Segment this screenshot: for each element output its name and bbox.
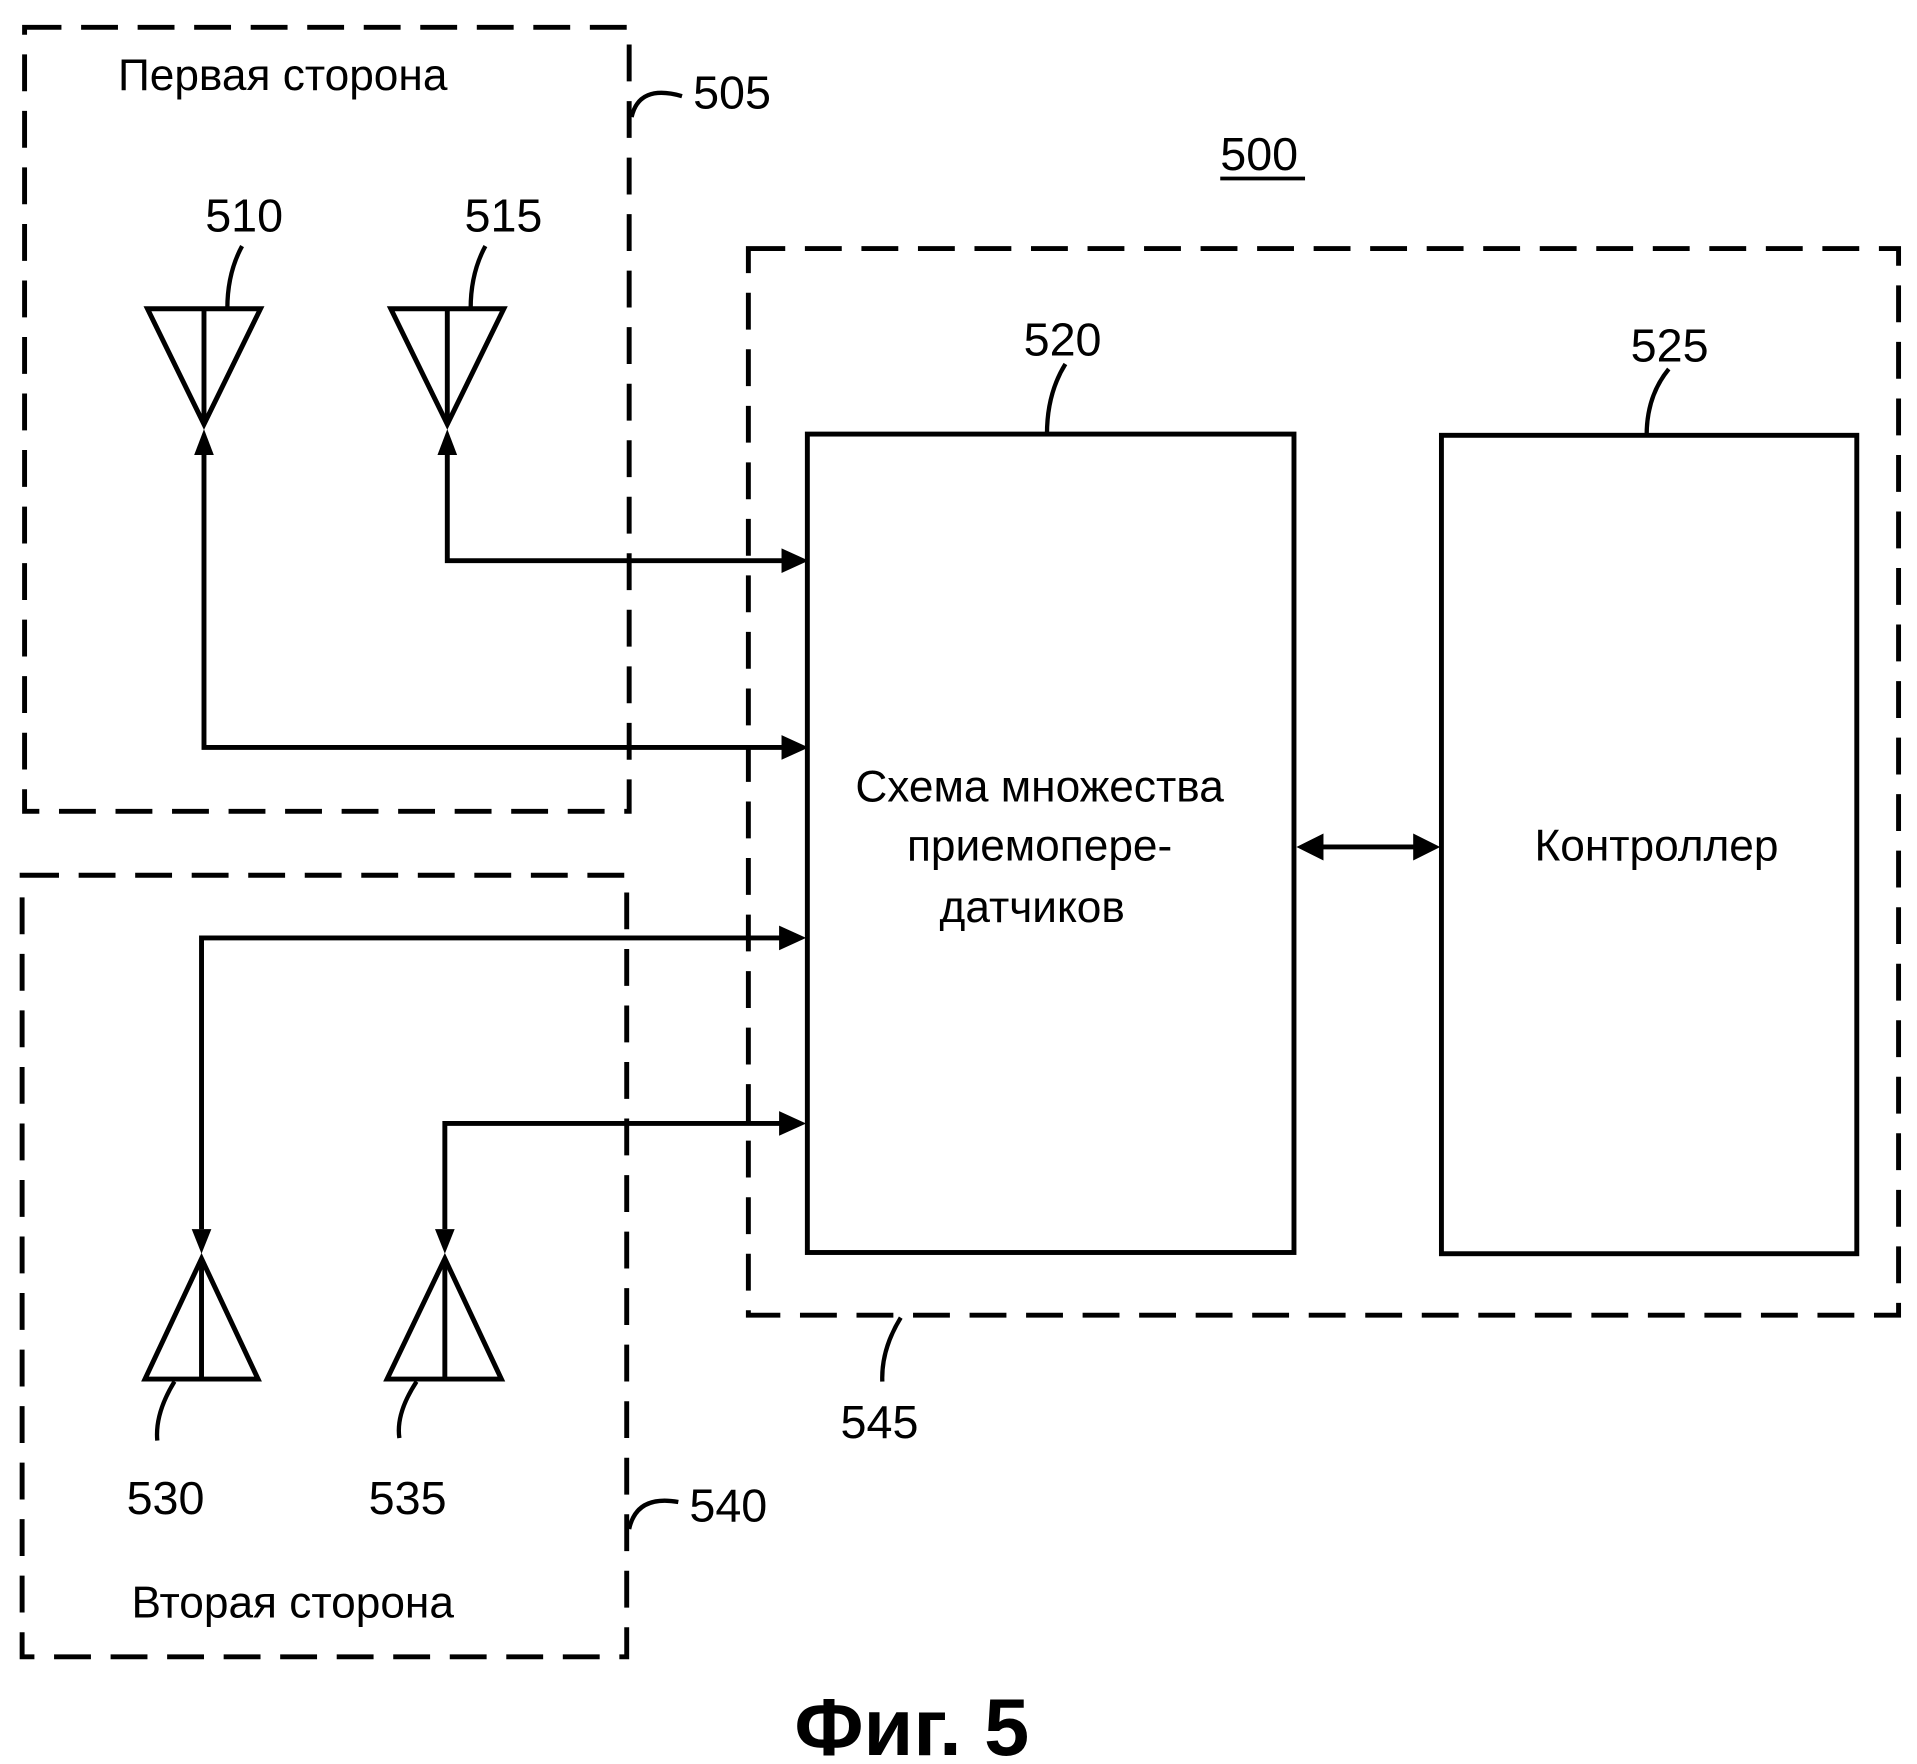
antenna-510-ref: 510	[205, 189, 283, 241]
connection-510	[201, 454, 787, 750]
antenna-530-arrowhead	[191, 1229, 212, 1254]
antenna-515: 515	[386, 189, 543, 455]
controller-block-box	[1438, 432, 1860, 1257]
module-group: 545 520 Схема множества приемопере- датч…	[745, 246, 1902, 1448]
figure-caption: Фиг. 5	[794, 1683, 1029, 1764]
module-ref: 545	[841, 1396, 919, 1448]
antenna-510-arrowhead	[194, 429, 214, 455]
second-side-group: Вторая сторона 540 530 535	[19, 872, 767, 1660]
transceiver-ref: 520	[1024, 313, 1102, 365]
antenna-535-ref-leader	[396, 1380, 419, 1439]
antenna-535-arrowhead	[435, 1229, 455, 1254]
second-side-ref-leader	[627, 1498, 679, 1530]
controller-block: 525 Контроллер	[1438, 320, 1860, 1257]
antenna-530: 530	[127, 1229, 262, 1524]
antenna-515-triangle	[386, 306, 508, 430]
first-side-group: Первая сторона 505 510 515	[22, 24, 771, 814]
first-side-label: Первая сторона	[118, 51, 448, 100]
transceiver-label-line-3: датчиков	[940, 883, 1125, 932]
link-arrowhead-left	[1296, 833, 1324, 861]
second-side-dashed-box	[19, 872, 630, 1660]
antenna-515-ref: 515	[465, 189, 543, 241]
connection-535	[442, 1121, 785, 1230]
antenna-530-ref: 530	[127, 1472, 205, 1524]
transceiver-ref-leader	[1044, 362, 1068, 435]
antenna-510-ref-leader	[225, 245, 244, 309]
module-dashed-box	[745, 246, 1902, 1318]
connection-510-arrowhead	[781, 735, 809, 760]
transceiver-label-line-1: Схема множества	[855, 763, 1224, 812]
first-side-dashed-box	[22, 24, 632, 814]
second-side-label: Вторая сторона	[131, 1578, 454, 1627]
antenna-515-arrowhead	[437, 429, 458, 455]
module-ref-leader	[880, 1316, 903, 1382]
connection-530-arrowhead	[779, 925, 807, 951]
transceiver-block-box	[804, 431, 1297, 1255]
connection-535-arrowhead	[779, 1111, 807, 1136]
first-side-ref-leader	[629, 90, 683, 118]
system-ref: 500	[1220, 128, 1298, 180]
transceiver-block: 520 Схема множества приемопере- датчиков	[804, 313, 1297, 1255]
connection-515-arrowhead	[781, 548, 809, 573]
antenna-535: 535	[369, 1229, 506, 1524]
transceiver-controller-link	[1296, 833, 1441, 861]
antenna-530-ref-leader	[154, 1380, 177, 1441]
connection-530	[199, 935, 785, 1230]
antenna-535-ref: 535	[369, 1472, 447, 1524]
controller-label: Контроллер	[1534, 821, 1778, 870]
transceiver-label-line-2: приемопере-	[907, 821, 1172, 870]
antenna-510: 510	[143, 189, 283, 455]
link-arrowhead-right	[1413, 833, 1441, 861]
controller-ref: 525	[1631, 320, 1709, 372]
antenna-510-triangle	[143, 306, 265, 430]
first-side-ref: 505	[693, 66, 771, 118]
connection-515	[444, 454, 787, 564]
second-side-ref: 540	[689, 1480, 767, 1532]
connections	[199, 454, 809, 1230]
controller-ref-leader	[1644, 367, 1671, 436]
antenna-515-ref-leader	[468, 245, 488, 309]
